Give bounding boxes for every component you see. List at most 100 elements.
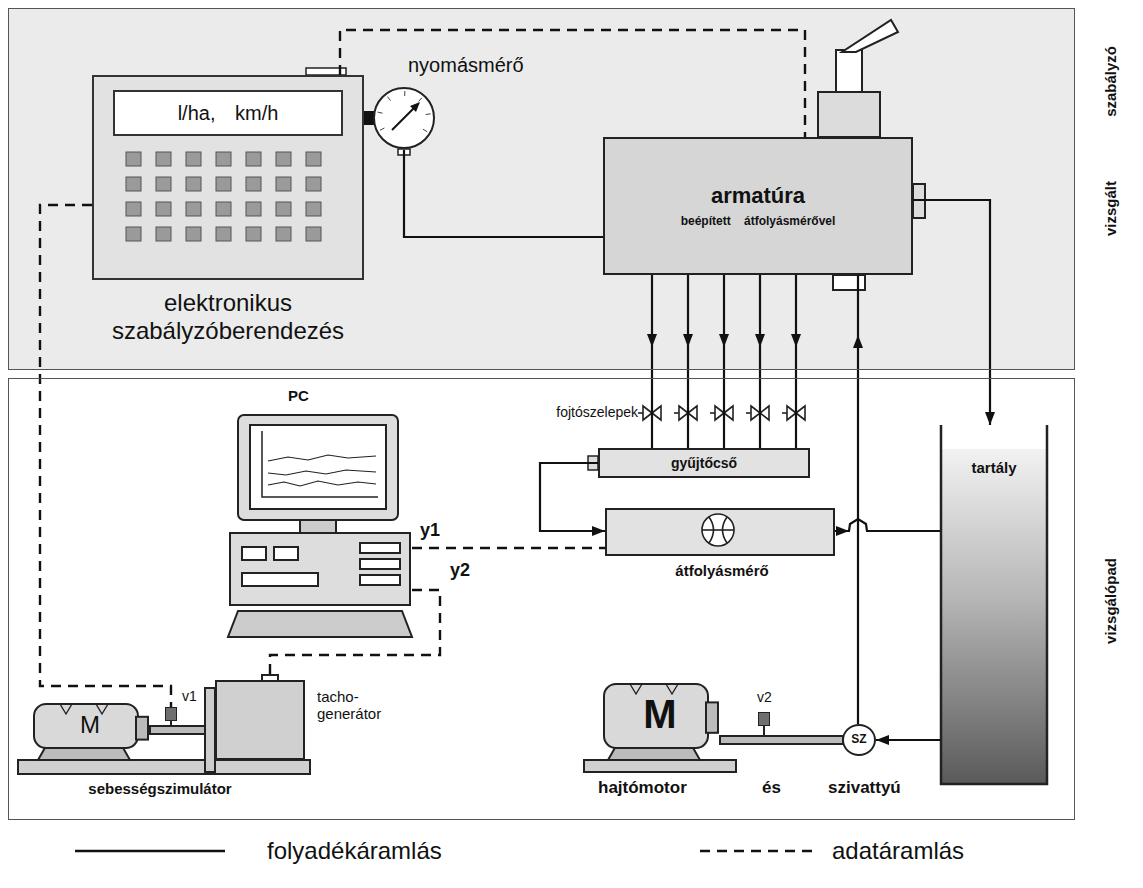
pressure-gauge-outline-part: [374, 88, 434, 148]
connector-line: [723, 275, 725, 448]
keypad-part: [246, 202, 261, 216]
keypad-part: [216, 202, 231, 216]
connector-line: [687, 275, 689, 448]
connector-line: [913, 200, 990, 425]
flow-meter-outline-part: [702, 529, 734, 531]
liquid-tank-outline-part: [941, 449, 1047, 784]
speed-sensor: v1: [165, 707, 177, 721]
node-label: M: [643, 691, 676, 737]
legend-sample: [700, 836, 812, 866]
keypad: [126, 152, 321, 241]
fluid-connector: [683, 275, 693, 448]
legend-sample: [75, 836, 225, 866]
armature-block: armatúrabeépített átfolyásmérővel: [603, 137, 913, 275]
fluid-connector: [755, 275, 765, 448]
fluid-connector: [540, 463, 605, 536]
pc-computer-outline-part: [274, 547, 298, 560]
electric-motor-outline-part: [604, 684, 708, 748]
speed-simulator-frame-part: [170, 721, 172, 726]
pressure-gauge: nyomásmérő: [372, 86, 436, 150]
panel-ground: [8, 378, 1075, 820]
pressure-gauge-outline: [372, 86, 436, 150]
pc-computer-outline-part: [230, 533, 410, 605]
electric-motor-outline-part: [604, 684, 718, 760]
legend-sample-part: [700, 850, 812, 853]
keypad-part: [306, 227, 321, 241]
node-label: armatúra: [711, 183, 805, 208]
pc-computer-outline-part: [360, 543, 400, 553]
pressure-gauge-outline-part: [387, 97, 390, 101]
pc-computer-outline-part: [228, 611, 412, 637]
arrow-head: [985, 412, 995, 425]
electric-motor-outline-part: [34, 704, 148, 760]
keypad-part: [156, 177, 171, 191]
pc-computer-outline-part: [228, 415, 412, 637]
speed-simulator-frame: [18, 675, 310, 774]
keypad-part: [186, 227, 201, 241]
armature-fittings-part: [836, 50, 862, 92]
pump-drive-frame-part: [763, 726, 765, 736]
keypad-part: [126, 152, 141, 166]
flow-meter-outline-part: [702, 514, 734, 546]
part-label: sebességszimulátor: [40, 780, 280, 797]
part-label: y2: [450, 560, 470, 581]
pressure-gauge-outline-part: [426, 113, 431, 115]
pressure-gauge-outline-part: [419, 98, 422, 102]
node-label: SZ: [851, 733, 866, 747]
electric-motor-outline-part: [136, 717, 148, 740]
armature-fittings-part: [842, 20, 898, 52]
keypad-part: [156, 227, 171, 241]
keypad-part: [246, 152, 261, 166]
connector-line: [40, 205, 171, 707]
keypad-part: [126, 177, 141, 191]
keypad-part: [156, 152, 171, 166]
liquid-tank: tartály: [940, 425, 1048, 785]
keypad-part: [306, 202, 321, 216]
keypad-part: [276, 177, 291, 191]
node-heading: elektronikus szabályzóberendezés: [78, 289, 378, 344]
speed-simulator-frame-part: [205, 688, 215, 772]
pc-computer-outline-part: [268, 470, 376, 475]
legend-sample-part: [75, 850, 225, 853]
node-label: l/ha, km/h: [178, 102, 279, 125]
pc-computer-outline-part: [262, 431, 378, 497]
node-heading: v2: [757, 689, 772, 705]
connector-line: [795, 275, 797, 448]
pc-computer-outline-part: [238, 415, 398, 520]
throttle-valve-part: [710, 412, 715, 414]
throttle-valve-part: [638, 412, 643, 414]
arrow-head: [876, 735, 889, 745]
pc-computer-outline-part: [360, 559, 400, 569]
fluid-connector: [647, 275, 657, 448]
connector-line: [759, 275, 761, 448]
keypad-part: [276, 152, 291, 166]
keypad-part: [216, 152, 231, 166]
connector-line: [404, 150, 603, 237]
throttle-valve: [638, 406, 805, 420]
speed-simulator-frame-part: [18, 760, 310, 774]
armature-fittings-part: [818, 92, 880, 137]
connector-line: [651, 275, 653, 448]
electric-motor-outline-part: [34, 704, 138, 748]
electric-motor-outline-part: [706, 702, 718, 732]
electric-motor: M: [30, 700, 150, 760]
controller-housing-part: [92, 75, 364, 280]
pressure-gauge-outline-part: [404, 91, 405, 96]
node-heading: vizsgált szabályzó: [1102, 46, 1119, 236]
controller-unit: l/ha, km/helektronikus szabályzóberendez…: [92, 75, 364, 280]
keypad-part: [126, 202, 141, 216]
keypad-part: [186, 177, 201, 191]
pressure-gauge-outline-part: [378, 112, 383, 113]
pressure-gauge-outline-part: [410, 102, 420, 112]
keypad-part: [246, 227, 261, 241]
connector-line: [835, 519, 940, 531]
fluid-connector: [913, 200, 995, 425]
arrow-head: [592, 526, 605, 536]
keypad-part: [306, 177, 321, 191]
pc-computer-outline-part: [242, 547, 266, 560]
connector-layer-part: [40, 30, 995, 745]
tachogenerator: tacho- generátor: [215, 680, 305, 760]
part-label: y1: [420, 520, 440, 541]
gauge-connector-part: [364, 111, 374, 125]
fluid-connector: [719, 275, 729, 448]
